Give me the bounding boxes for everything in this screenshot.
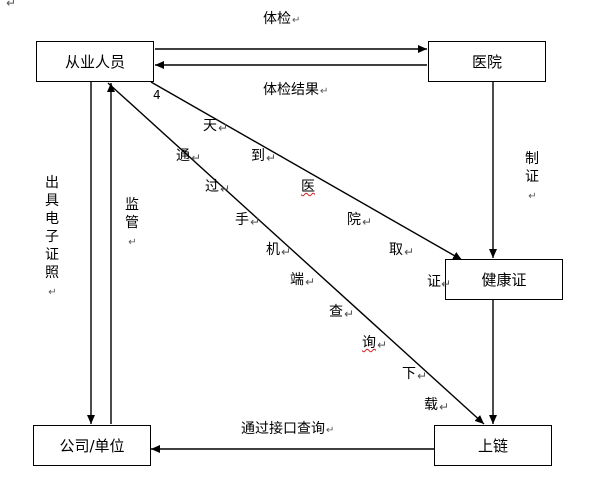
label-issue-cert: 出具电子证照 ↵ [44, 174, 60, 302]
node-chain: 上链 [434, 425, 552, 466]
node-company: 公司/单位 [33, 425, 151, 466]
paragraph-mark: ↵ [266, 151, 277, 165]
node-hospital: 医院 [428, 41, 546, 82]
corner-mark: ↵ [6, 0, 17, 10]
node-practitioner-label: 从业人员 [64, 53, 125, 71]
label-mobile-query-char: 下 [402, 366, 416, 382]
paragraph-mark: ↵ [377, 338, 388, 352]
label-supervise: 监管 ↵ [124, 196, 140, 252]
paragraph-mark: ↵ [439, 400, 450, 414]
label-go-hospital-char: 院 [347, 212, 361, 228]
label-mobile-query-char: 机 [266, 242, 280, 258]
node-hospital-label: 医院 [471, 53, 502, 71]
label-checkup: 体检↵ [263, 12, 300, 26]
node-company-label: 公司/单位 [59, 437, 125, 455]
label-make-cert-text: 制证 [525, 151, 539, 185]
paragraph-mark: ↵ [528, 191, 537, 202]
paragraph-mark: ↵ [344, 307, 355, 321]
paragraph-mark: ↵ [218, 121, 229, 135]
label-mobile-query-char: 载 [424, 397, 438, 413]
paragraph-mark: ↵ [404, 245, 415, 259]
paragraph-mark: ↵ [320, 86, 329, 97]
paragraph-mark: ↵ [305, 275, 316, 289]
paragraph-mark: ↵ [362, 215, 373, 229]
paragraph-mark: ↵ [128, 237, 137, 248]
paragraph-mark: ↵ [250, 215, 261, 229]
label-mobile-query-char: 通 [176, 148, 190, 164]
edge-mobile-query-arrow [107, 82, 485, 425]
label-mobile-query-char: 手 [235, 212, 249, 228]
label-checkup-result: 体检结果↵ [263, 83, 328, 97]
edge-go-hospital-arrow [150, 81, 463, 261]
label-go-hospital-char: 取 [389, 242, 403, 258]
label-go-hospital-char: 天 [203, 118, 217, 134]
paragraph-mark: ↵ [281, 245, 292, 259]
paragraph-mark: ↵ [48, 287, 57, 298]
label-mobile-query-char: 端 [290, 272, 304, 288]
node-chain-label: 上链 [477, 437, 508, 455]
label-checkup-result-text: 体检结果 [263, 82, 319, 98]
label-go-hospital-char: 证 [427, 274, 441, 290]
label-checkup-text: 体检 [263, 11, 291, 27]
label-issue-cert-text: 出具电子证照 [45, 175, 59, 281]
label-go-hospital-char: 医 [301, 179, 315, 195]
paragraph-mark: ↵ [292, 15, 301, 26]
label-api-query-text: 通过接口查询 [241, 421, 325, 437]
node-health-cert-label: 健康证 [481, 271, 527, 289]
label-make-cert: 制证 ↵ [524, 150, 540, 206]
label-mobile-query-char: 过 [205, 179, 219, 195]
label-go-hospital-prefix: 4 [153, 88, 161, 102]
label-mobile-query-char: 询 [362, 335, 376, 351]
label-api-query: 通过接口查询↵ [241, 422, 334, 436]
node-practitioner: 从业人员 [36, 41, 154, 82]
label-supervise-text: 监管 [125, 197, 139, 231]
label-go-hospital-char: 到 [251, 148, 265, 164]
paragraph-mark: ↵ [326, 425, 335, 436]
paragraph-mark: ↵ [417, 369, 428, 383]
label-mobile-query-char: 查 [329, 304, 343, 320]
paragraph-mark: ↵ [191, 151, 202, 165]
paragraph-mark: ↵ [441, 277, 452, 291]
node-health-cert: 健康证 [445, 259, 563, 300]
paragraph-mark: ↵ [220, 182, 231, 196]
